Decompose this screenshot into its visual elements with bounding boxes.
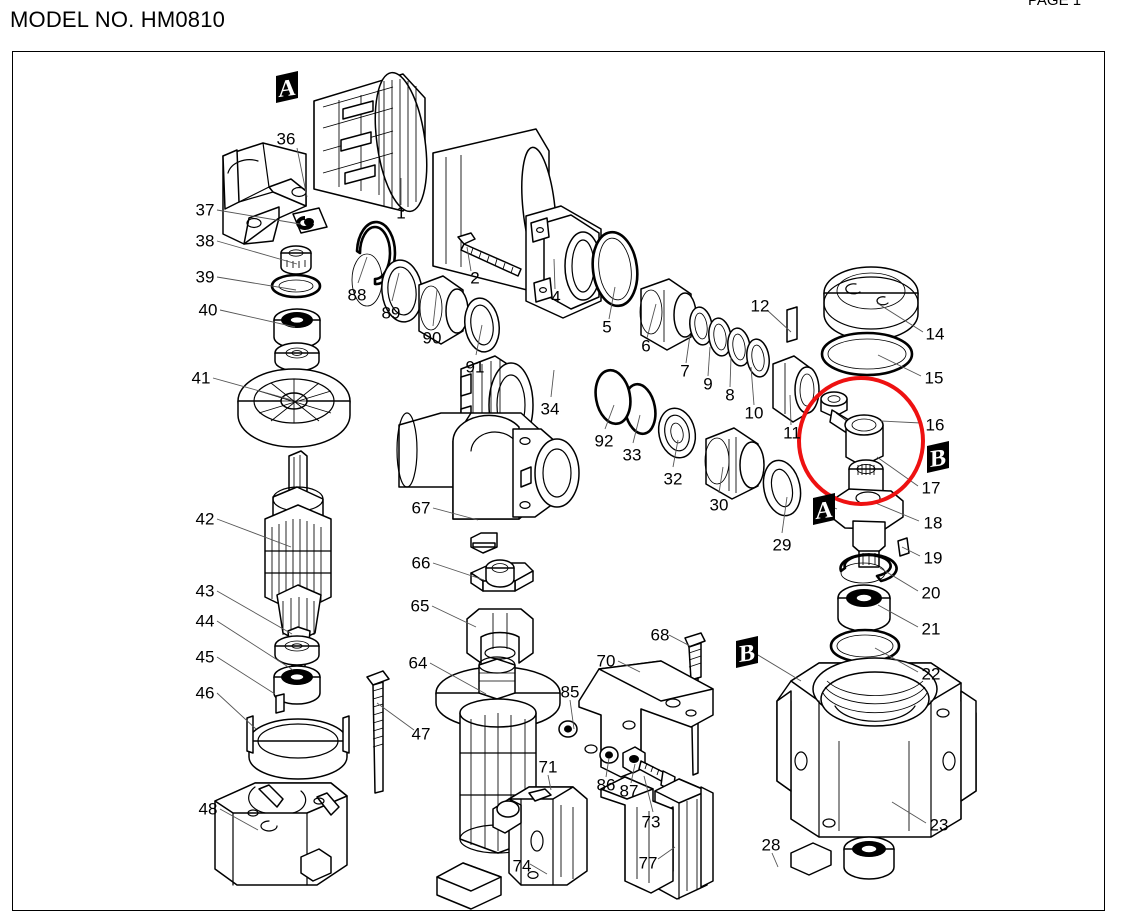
part-callout-43: 43 — [195, 581, 215, 601]
part-callout-11: 11 — [783, 423, 801, 443]
part-callout-33: 33 — [622, 445, 642, 465]
part-callout-38: 38 — [195, 231, 215, 251]
section-marker-b: B — [732, 635, 762, 669]
part-callout-29: 29 — [772, 535, 792, 555]
part-callout-42: 42 — [195, 509, 215, 529]
part-callout-15: 15 — [924, 368, 944, 388]
part-callout-4: 4 — [551, 287, 561, 307]
part-callout-1: 1 — [396, 203, 406, 223]
highlight-ellipse — [797, 376, 925, 506]
part-callout-39: 39 — [195, 267, 215, 287]
part-callout-21: 21 — [921, 619, 941, 639]
part-callout-45: 45 — [195, 647, 215, 667]
part-callout-85: 85 — [560, 682, 580, 702]
part-callout-87: 87 — [619, 781, 639, 801]
part-callout-67: 67 — [411, 498, 431, 518]
part-callout-7: 7 — [680, 361, 690, 381]
part-callout-92: 92 — [594, 431, 614, 451]
part-callout-9: 9 — [703, 374, 713, 394]
part-callout-90: 90 — [422, 328, 442, 348]
part-callout-46: 46 — [195, 683, 215, 703]
part-callout-70: 70 — [596, 651, 616, 671]
part-callout-8: 8 — [725, 385, 735, 405]
part-callout-19: 19 — [923, 548, 943, 568]
part-callout-16: 16 — [925, 415, 945, 435]
exploded-parts-artwork: .o{fill:#fff;stroke:#000;stroke-width:1.… — [212, 71, 977, 910]
part-callout-65: 65 — [410, 596, 430, 616]
section-marker-b: B — [923, 440, 953, 474]
part-callout-20: 20 — [921, 583, 941, 603]
part-callout-10: 10 — [744, 403, 764, 423]
part-callout-37: 37 — [195, 200, 215, 220]
svg-text:A: A — [278, 75, 296, 103]
part-callout-44: 44 — [195, 611, 215, 631]
part-callout-36: 36 — [276, 129, 296, 149]
part-callout-18: 18 — [923, 513, 943, 533]
section-marker-a: A — [272, 70, 302, 104]
part-callout-41: 41 — [191, 368, 211, 388]
part-callout-88: 88 — [347, 285, 367, 305]
part-callout-5: 5 — [602, 317, 612, 337]
part-callout-30: 30 — [709, 495, 729, 515]
part-callout-68: 68 — [650, 625, 670, 645]
svg-text:B: B — [739, 640, 755, 668]
part-callout-34: 34 — [540, 399, 560, 419]
part-callout-22: 22 — [921, 664, 941, 684]
part-callout-66: 66 — [411, 553, 431, 573]
part-callout-6: 6 — [641, 336, 651, 356]
part-callout-23: 23 — [929, 815, 949, 835]
page-indicator-label: PAGE 1 — [1028, 0, 1082, 9]
part-callout-73: 73 — [641, 812, 661, 832]
model-number-label: MODEL NO. HM0810 — [10, 7, 226, 32]
part-callout-14: 14 — [925, 324, 945, 344]
svg-text:A: A — [815, 497, 833, 525]
diagram-frame: .o{fill:#fff;stroke:#000;stroke-width:1.… — [12, 51, 1105, 911]
part-callout-47: 47 — [411, 724, 431, 744]
part-callout-64: 64 — [408, 653, 428, 673]
part-callout-17: 17 — [921, 478, 941, 498]
part-callout-86: 86 — [596, 775, 616, 795]
part-callout-77: 77 — [638, 853, 658, 873]
part-callout-28: 28 — [761, 835, 781, 855]
part-callout-48: 48 — [198, 799, 218, 819]
part-callout-91: 91 — [465, 357, 485, 377]
part-callout-40: 40 — [198, 300, 218, 320]
svg-text:B: B — [930, 445, 946, 473]
section-marker-a: A — [809, 492, 839, 526]
part-callout-74: 74 — [512, 856, 532, 876]
part-callout-12: 12 — [750, 296, 770, 316]
part-callout-71: 71 — [538, 757, 558, 777]
part-callout-32: 32 — [663, 469, 683, 489]
part-callout-2: 2 — [470, 268, 480, 288]
part-callout-89: 89 — [381, 303, 401, 323]
